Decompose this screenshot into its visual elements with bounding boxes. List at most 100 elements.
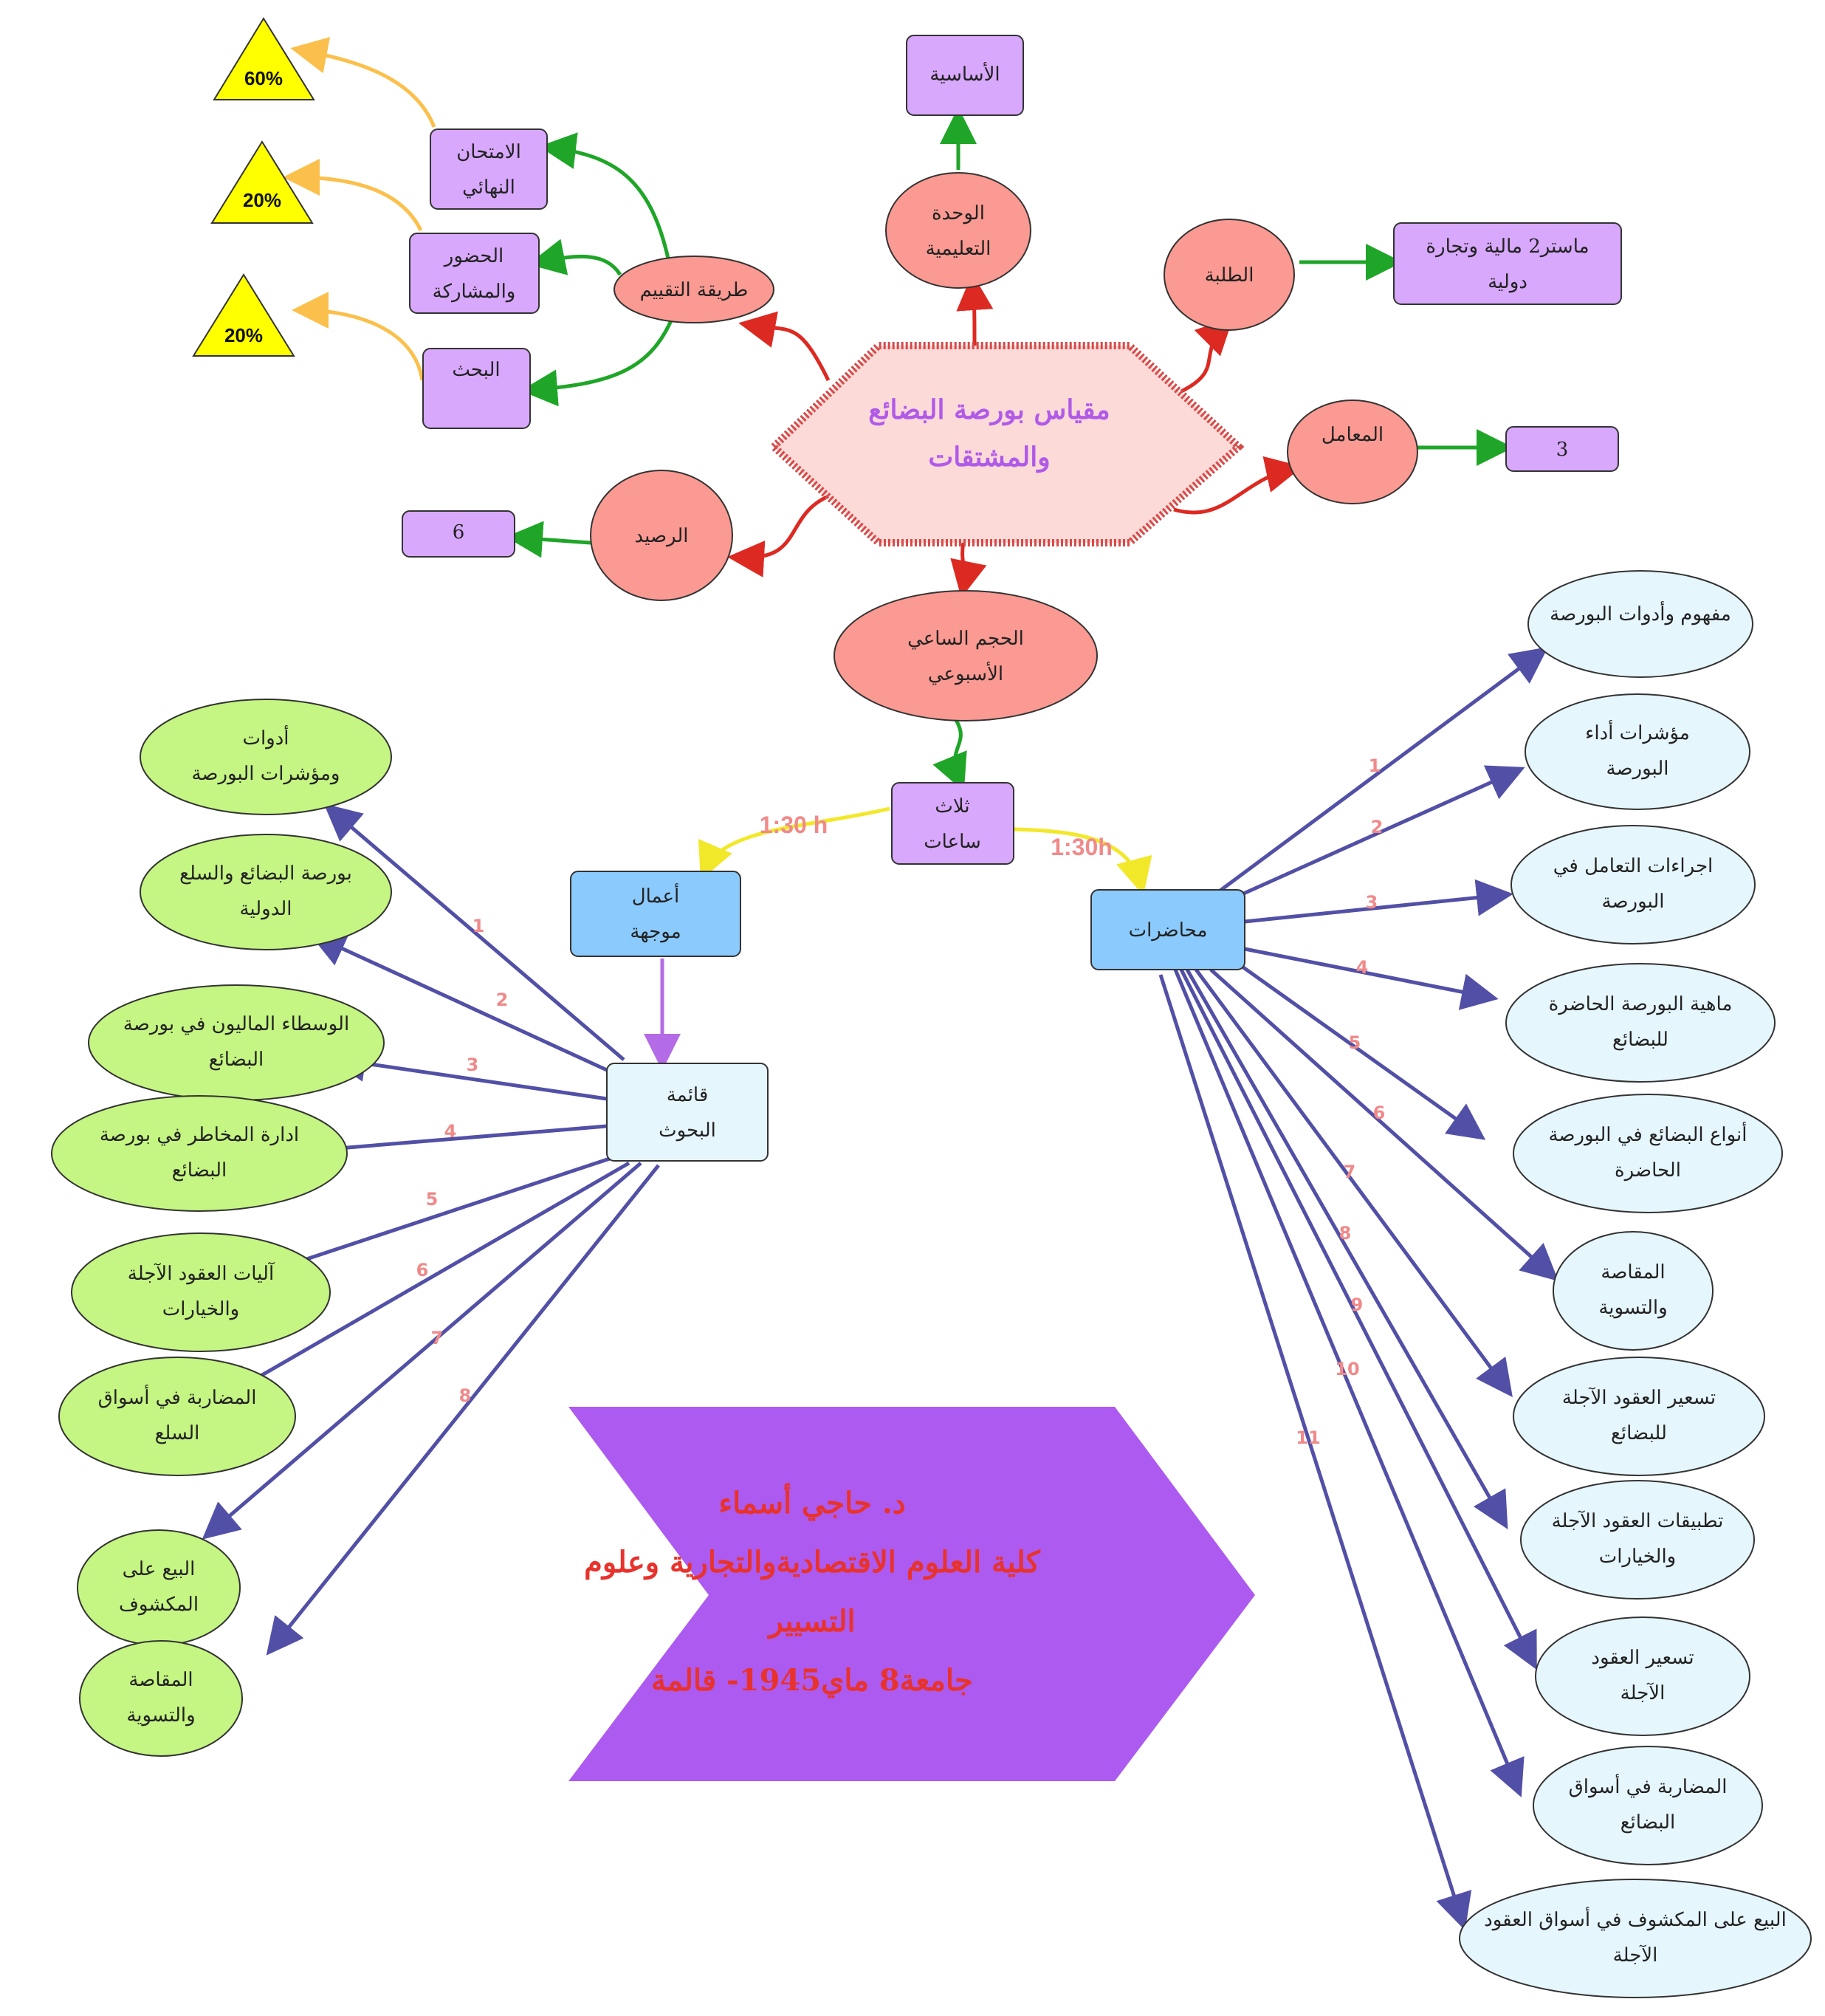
edge-hours-three (932, 719, 967, 792)
coef-value-box[interactable]: 3 (1505, 426, 1619, 472)
topic-edge (266, 1164, 660, 1656)
text-line: البيع على المكشوف في أسواق العقود (1484, 1906, 1787, 1931)
edge-center-credit (727, 494, 830, 577)
students-node[interactable]: الطلبة (1164, 219, 1295, 331)
unit-value-box[interactable]: الأساسية (906, 35, 1024, 116)
pct-triangle-exam: 60% (213, 17, 315, 100)
edge-number: 5 (1349, 1032, 1361, 1053)
text-line: الوسطاء الماليون في بورصة (123, 1013, 349, 1035)
text-line: أعمال (632, 882, 680, 908)
edge-number: 7 (431, 1328, 444, 1348)
text-line: المضاربة في أسواق (1569, 1773, 1728, 1798)
edge-number: 11 (1296, 1427, 1320, 1448)
topic-shape (88, 984, 385, 1101)
topic-shape (77, 1529, 241, 1646)
text-line: والمشتقات (928, 442, 1050, 473)
text-line: تسعير العقود (1591, 1647, 1694, 1669)
topic-edge (1194, 968, 1513, 1398)
edge-center-students (1180, 317, 1234, 394)
topic-shape (51, 1095, 348, 1212)
topic-node[interactable]: المقاصة والتسوية (79, 1640, 243, 1757)
text-line: البضائع (172, 1159, 227, 1182)
text-line: الحضور (443, 245, 503, 267)
text-line: والتسوية (126, 1704, 195, 1727)
eval-node[interactable]: طريقة التقييم (614, 256, 774, 323)
edge-center-hours (950, 542, 987, 598)
edge-number: 1 (1369, 755, 1381, 776)
edge-center-eval (738, 311, 831, 382)
coef-value-label: 3 (1556, 439, 1569, 461)
topic-edge (329, 1045, 608, 1101)
text-line: موجهة (630, 921, 681, 943)
unit-node[interactable]: الوحدة التعليمية (885, 172, 1031, 289)
research-box[interactable]: البحث (422, 348, 531, 429)
topic-shape (1527, 570, 1753, 678)
pct-exam: 60% (244, 67, 283, 89)
text-line: كلية العلوم الاقتصاديةوالتجارية وعلوم (584, 1545, 1041, 1580)
edge-exam-pct (290, 37, 436, 128)
credit-value-box[interactable]: 6 (402, 510, 515, 558)
time-lectures: 1:30h (1051, 834, 1113, 860)
topic-edge (1158, 974, 1472, 1931)
topic-node[interactable]: مفهوم وأدوات البورصة (1527, 570, 1753, 678)
edge-number: 2 (1371, 817, 1384, 837)
text-line: البضائع (1620, 1811, 1676, 1834)
students-value-box[interactable]: ماستر2 مالية وتجارة دولية (1393, 222, 1622, 305)
text-line: والخيارات (1599, 1546, 1677, 1568)
text-line: طريقة التقييم (640, 279, 749, 301)
text-line: جامعة8 ماي1945- قالمة (651, 1663, 973, 1698)
text-line: ماستر2 مالية وتجارة (1426, 236, 1589, 258)
text-line: والخيارات (162, 1298, 240, 1320)
lectures-box[interactable]: محاضرات (1090, 889, 1245, 970)
text-line: المقاصة (128, 1669, 193, 1691)
topic-shape (1459, 1879, 1812, 1998)
text-line: السلع (155, 1422, 200, 1444)
text-line: الوحدة (932, 202, 985, 224)
text-line: الرصيد (634, 525, 688, 547)
text-line: دولية (1488, 271, 1527, 293)
edge-number: 1 (472, 916, 485, 936)
edge-attend-pct (283, 159, 423, 232)
topic-shape (58, 1357, 296, 1476)
text-line: التعليمية (926, 238, 991, 260)
text-line: المكشوف (119, 1594, 199, 1616)
text-line: الدولية (239, 898, 292, 920)
topic-shape (140, 699, 392, 815)
tutorials-box[interactable]: أعمال موجهة (570, 871, 741, 957)
topic-edge (202, 1162, 642, 1540)
coef-node[interactable]: المعامل (1287, 400, 1418, 504)
topic-node[interactable]: المضاربة في أسواق البضائع (1533, 1746, 1763, 1865)
topic-shape (1535, 1616, 1750, 1736)
topic-shape (140, 834, 392, 950)
text-line: تسعير العقود الآجلة (1562, 1387, 1716, 1409)
text-line: مفهوم وأدوات البورصة (1550, 600, 1731, 625)
text-line: أدوات (242, 724, 289, 750)
credit-node[interactable]: الرصيد (590, 470, 733, 601)
